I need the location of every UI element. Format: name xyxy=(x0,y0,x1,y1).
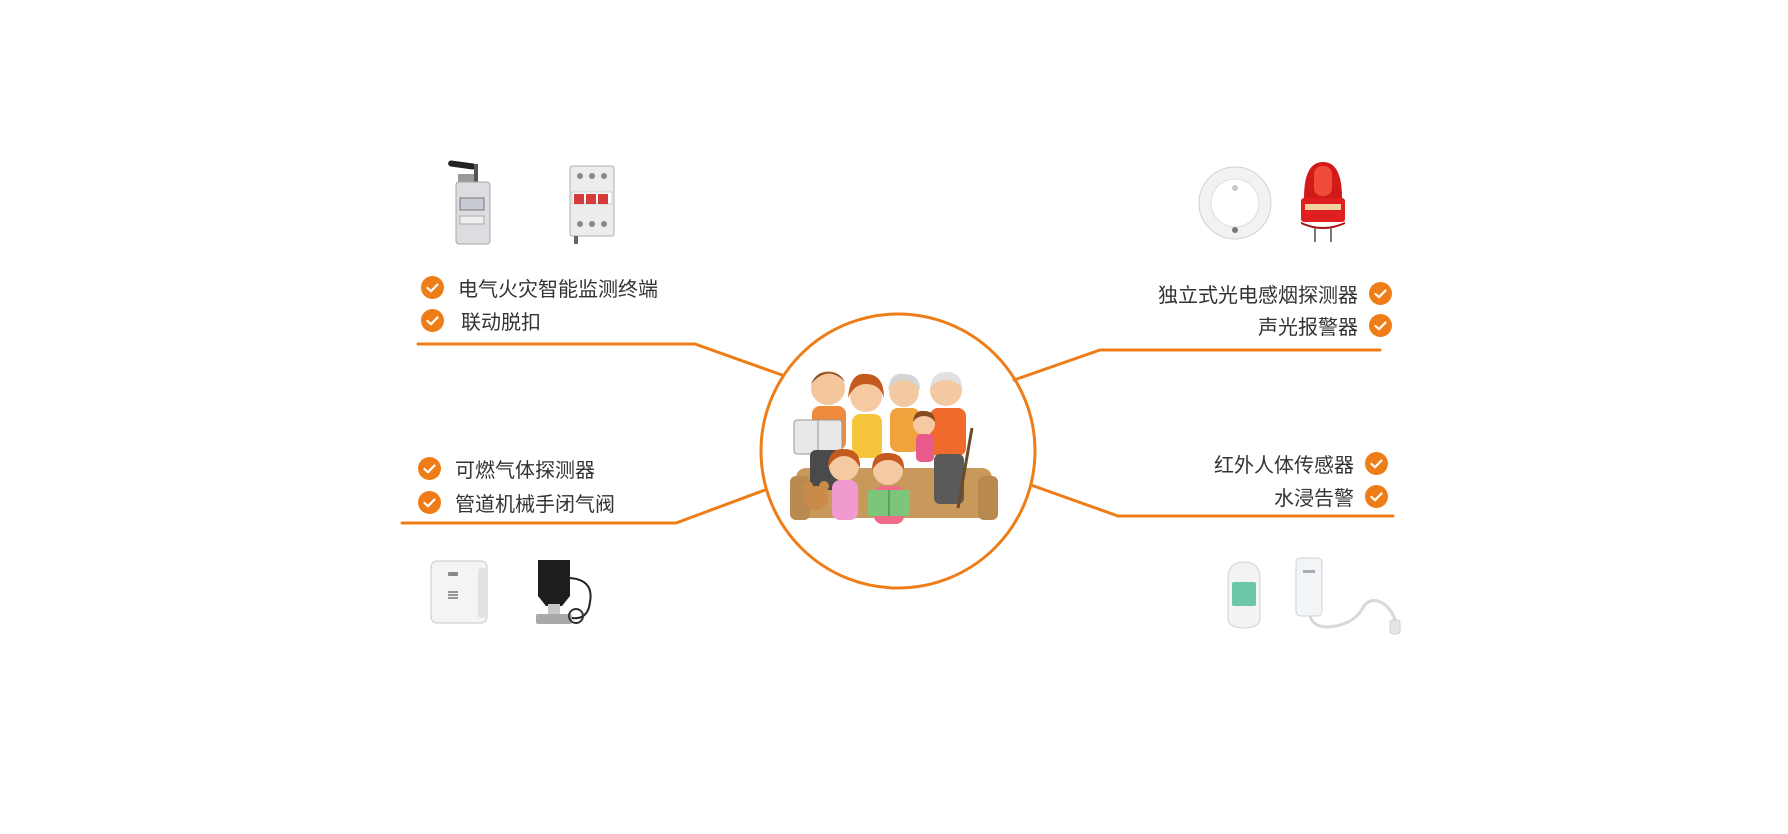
pipe-valve-manipulator-icon xyxy=(536,560,592,624)
connector-bottom-right xyxy=(1029,483,1395,518)
check-icon xyxy=(421,276,444,299)
circuit-breaker-icon xyxy=(569,165,615,244)
water-leak-sensor-icon xyxy=(1295,557,1401,635)
feature-label: 水浸告警 xyxy=(1274,486,1354,510)
feature-label: 管道机械手闭气阀 xyxy=(455,492,615,516)
smoke-detector-icon xyxy=(1198,166,1272,240)
wireless-energy-meter-icon xyxy=(448,160,491,245)
feature-label: 声光报警器 xyxy=(1258,315,1358,339)
check-icon xyxy=(421,309,444,332)
family-illustration xyxy=(790,371,998,524)
check-icon xyxy=(1369,282,1392,305)
feature-item: 声光报警器 xyxy=(1258,311,1392,340)
connector-top-left xyxy=(416,342,784,377)
feature-label: 独立式光电感烟探测器 xyxy=(1158,283,1358,307)
feature-label: 联动脱扣 xyxy=(461,310,541,334)
feature-item: 独立式光电感烟探测器 xyxy=(1158,279,1392,308)
gas-detector-icon xyxy=(430,560,488,624)
feature-item: 可燃气体探测器 xyxy=(418,454,595,483)
check-icon xyxy=(418,457,441,480)
feature-item: 电气火灾智能监测终端 xyxy=(421,273,658,302)
feature-item: 联动脱扣 xyxy=(421,306,541,335)
check-icon xyxy=(1365,485,1388,508)
feature-label: 红外人体传感器 xyxy=(1214,453,1354,477)
connector-top-right xyxy=(1012,348,1382,382)
connector-bottom-left xyxy=(400,488,767,525)
feature-label: 可燃气体探测器 xyxy=(455,458,595,482)
strobe-alarm-icon xyxy=(1301,162,1345,242)
check-icon xyxy=(1365,452,1388,475)
check-icon xyxy=(1369,314,1392,337)
feature-item: 水浸告警 xyxy=(1274,482,1388,511)
check-icon xyxy=(418,491,441,514)
center-circle xyxy=(759,312,1037,590)
feature-item: 红外人体传感器 xyxy=(1214,449,1388,478)
feature-label: 电气火灾智能监测终端 xyxy=(458,277,658,301)
feature-item: 管道机械手闭气阀 xyxy=(418,488,615,517)
pir-motion-sensor-icon xyxy=(1227,561,1261,629)
